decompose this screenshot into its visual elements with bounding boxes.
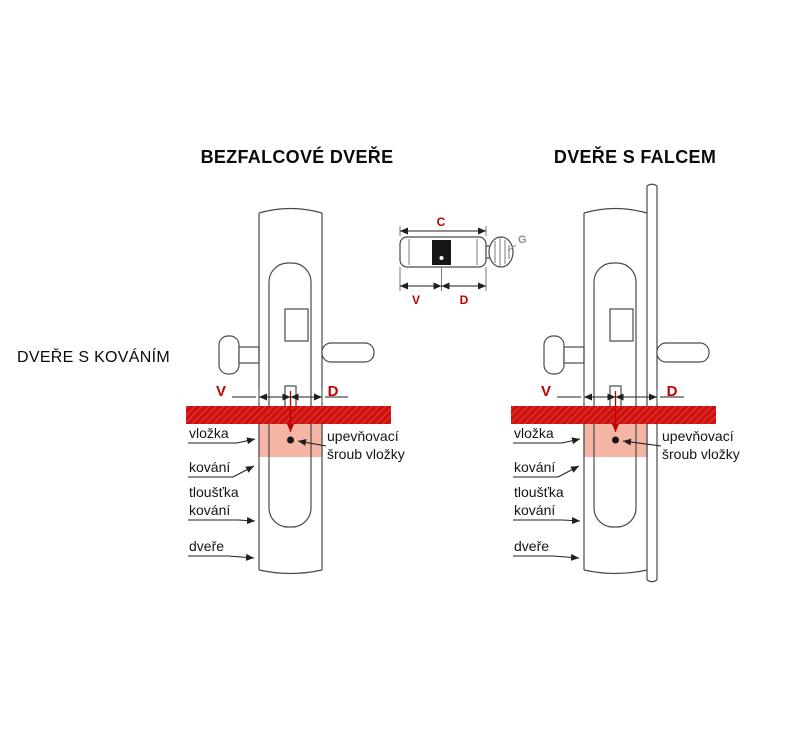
latch-bolt [284,308,309,342]
cylinder-g-label: G [518,234,527,246]
dim-d-label: D [328,383,339,400]
label-upevnovaci-line2: šroub vložky [327,446,405,462]
cylinder-v-label: V [412,293,420,307]
dim-v-label: V [541,383,551,400]
leader-arrow-dvere [188,553,255,561]
label-kovani: kování [514,459,555,475]
handle-spindle [563,346,585,364]
cylinder-c-label: C [437,215,446,229]
latch-bolt [609,308,634,342]
door-diagram-bezfalcove: V D vložka kování tloušťka kování dveře … [186,207,405,575]
leader-arrow-tloustka [188,517,256,525]
fixing-screw [612,436,619,444]
label-dvere: dveře [514,538,549,554]
label-vlozka: vložka [514,425,554,441]
label-tloustka-line2: kování [189,502,230,518]
label-upevnovaci-line1: upevňovací [327,428,399,444]
leader-arrow-tloustka [513,517,581,525]
label-kovani: kování [189,459,230,475]
leader-arrow-kovani [513,465,580,478]
label-upevnovaci-line1: upevňovací [662,428,734,444]
dim-v-label: V [216,383,226,400]
door-edge-top [258,207,323,214]
label-vlozka: vložka [189,425,229,441]
door-knob [543,335,565,375]
falc-lip-top [646,183,658,187]
label-tloustka-line2: kování [514,502,555,518]
door-edge-top [583,207,648,214]
door-diagram-s-falcem: V D vložka kování tloušťka kování dveře … [511,183,740,583]
cylinder-illustration: C G V D [399,215,527,307]
leader-arrow-sroub [297,438,327,447]
g-leader-line [507,244,517,252]
title-bezfalcove-dvere: BEZFALCOVÉ DVEŘE [201,146,394,167]
handle-spindle [238,346,260,364]
fitting-bar [511,406,716,424]
label-tloustka-line1: tloušťka [514,484,564,500]
fitting-bar [186,406,391,424]
dim-d-label: D [667,383,678,400]
door-edge-bottom [583,569,648,575]
leader-arrow-vlozka [513,437,581,445]
thumbturn-knob [485,236,514,268]
keyway-screw-hole [439,256,444,260]
leader-arrow-vlozka [188,437,256,445]
leader-arrow-dvere [513,553,580,561]
cylinder-d-label: D [460,293,469,307]
falc-lip-bottom [646,579,658,583]
label-dvere-s-kovanim: DVEŘE S KOVÁNÍM [17,347,170,366]
leader-arrow-kovani [188,465,255,478]
title-dvere-s-falcem: DVEŘE S FALCEM [554,146,716,167]
door-edge-bottom [258,569,323,575]
lever-handle [321,342,375,363]
label-tloustka-line1: tloušťka [189,484,239,500]
fixing-screw [287,436,294,444]
lever-handle [656,342,710,363]
keyway-block [432,240,451,265]
label-dvere: dveře [189,538,224,554]
leader-arrow-sroub [622,438,662,447]
door-knob [218,335,240,375]
label-upevnovaci-line2: šroub vložky [662,446,740,462]
